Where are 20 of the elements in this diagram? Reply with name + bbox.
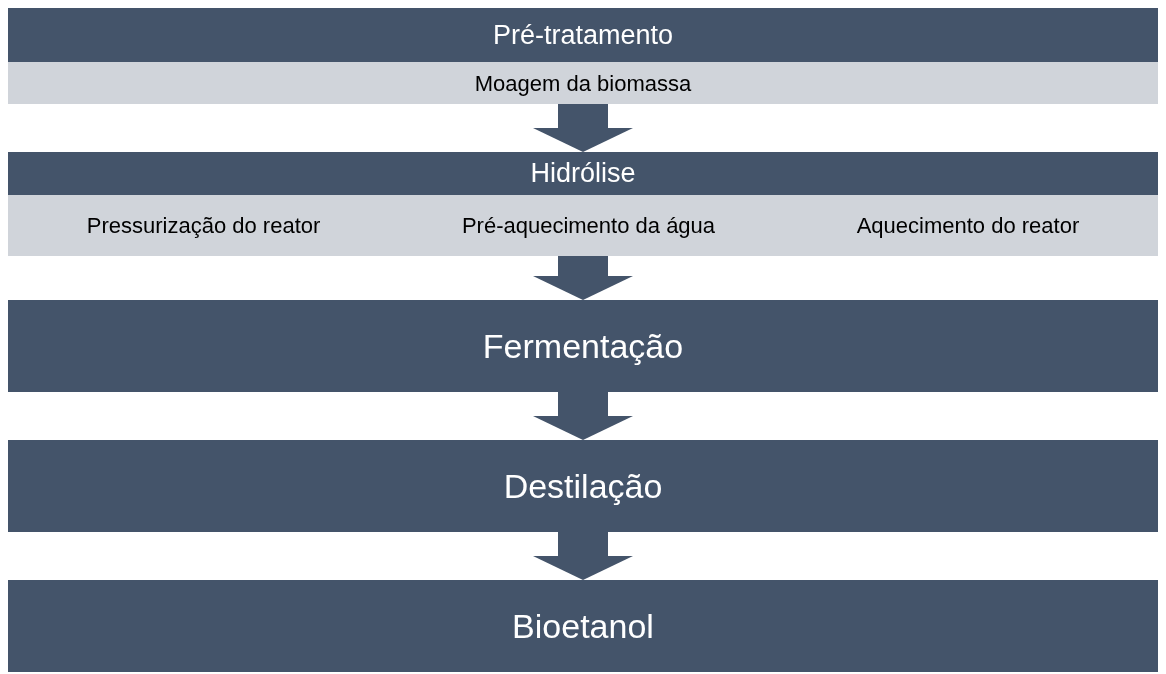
step-label: Pressurização do reator [86, 212, 321, 240]
stage-box [8, 300, 1158, 392]
down-arrow [533, 104, 633, 152]
substep-band [8, 195, 1158, 256]
stage-title: Destilação [503, 465, 663, 507]
down-arrow [533, 256, 633, 300]
stage-title: Hidrólise [530, 157, 636, 191]
stage-box [8, 440, 1158, 532]
stage-title: Pré-tratamento [492, 18, 674, 52]
stage-title: Bioetanol [512, 605, 654, 647]
substep-band [8, 62, 1158, 104]
stage-box [8, 8, 1158, 104]
step-label: Pré-aquecimento da água [461, 212, 716, 240]
step-label: Moagem da biomassa [474, 69, 692, 98]
stage-title: Fermentação [482, 325, 684, 367]
step-label: Aquecimento do reator [856, 212, 1080, 240]
down-arrow [533, 392, 633, 440]
stage-box [8, 580, 1158, 672]
down-arrow [533, 532, 633, 580]
stage-box [8, 152, 1158, 256]
